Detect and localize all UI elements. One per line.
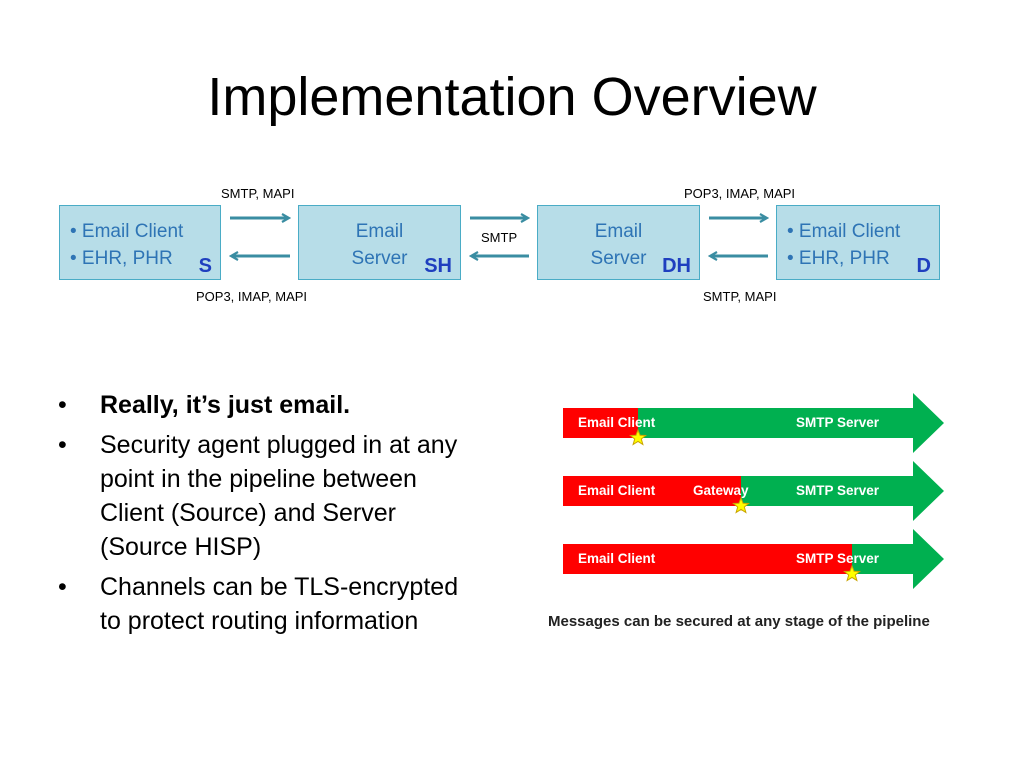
box-line: • Email Client — [787, 221, 901, 242]
destination-hisp-box: Email Server DH — [537, 205, 700, 280]
bullet-item: • Channels can be TLS-encrypted to prote… — [58, 570, 478, 638]
destination-client-box: • Email Client • EHR, PHR D — [776, 205, 940, 280]
bullet-text: Channels can be TLS-encrypted to protect… — [100, 573, 459, 635]
protocol-label: POP3, IMAP, MAPI — [196, 289, 308, 304]
protocol-label: SMTP, MAPI — [221, 186, 295, 201]
bullet-icon: • — [58, 431, 67, 459]
pipeline-label: SMTP Server — [796, 483, 880, 498]
box-line: • EHR, PHR — [70, 248, 173, 269]
box-line: Server — [590, 248, 647, 269]
source-hisp-box: Email Server SH — [298, 205, 461, 280]
box-tag: S — [198, 255, 212, 277]
bullet-item: • Really, it’s just email. — [58, 388, 478, 422]
box-line: • Email Client — [70, 221, 184, 242]
bullet-icon: • — [58, 391, 67, 419]
bullet-list: • Really, it’s just email. • Security ag… — [58, 388, 478, 644]
pipeline-caption: Messages can be secured at any stage of … — [548, 613, 930, 630]
pipeline-label: SMTP Server — [796, 415, 880, 430]
bullet-item: • Security agent plugged in at any point… — [58, 428, 478, 564]
slide-title: Implementation Overview — [207, 67, 817, 127]
box-line: Email — [594, 221, 643, 242]
protocol-label: SMTP — [481, 230, 518, 245]
star-icon — [843, 564, 861, 582]
pipeline-label: SMTP Server — [796, 551, 880, 566]
pipeline-label: Gateway — [693, 483, 749, 498]
protocol-label: SMTP, MAPI — [703, 289, 777, 304]
pipeline-label: Email Client — [578, 551, 656, 566]
bullet-icon: • — [58, 573, 67, 601]
box-tag: DH — [662, 255, 691, 277]
box-line: Email — [355, 221, 404, 242]
pipeline-label: Email Client — [578, 483, 656, 498]
box-line: Server — [351, 248, 408, 269]
box-tag: SH — [424, 255, 452, 277]
box-tag: D — [916, 255, 931, 277]
bullet-text: Really, it’s just email. — [100, 391, 351, 419]
pipeline-label: Email Client — [578, 415, 656, 430]
star-icon — [629, 428, 647, 446]
source-client-box: • Email Client • EHR, PHR S — [59, 205, 221, 280]
bullet-text: Security agent plugged in at any point i… — [100, 431, 458, 561]
protocol-label: POP3, IMAP, MAPI — [684, 186, 796, 201]
star-icon — [732, 496, 750, 514]
box-line: • EHR, PHR — [787, 248, 890, 269]
